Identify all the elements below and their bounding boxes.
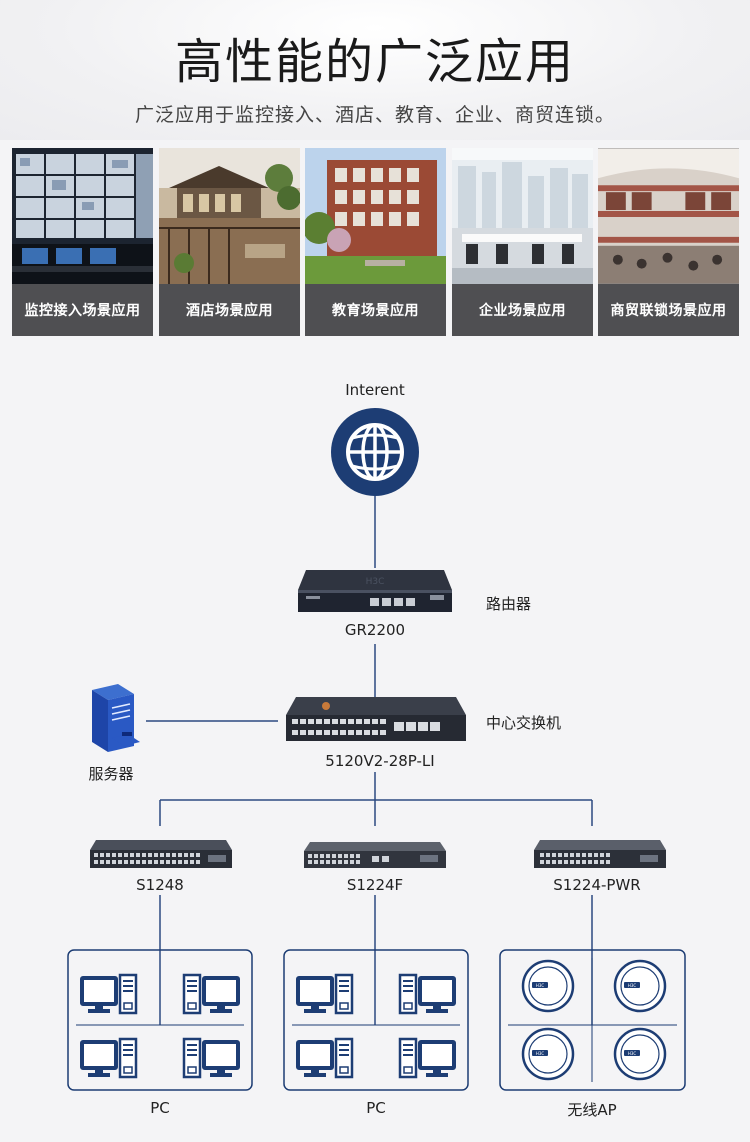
switch-s1224f-icon [304,842,446,868]
scene-caption: 商贸联锁场景应用 [598,284,739,336]
core-switch-model-label: 5120V2-28P-LI [325,752,435,770]
scenario-cards: 监控接入场景应用 酒店场景应用 [12,148,740,336]
scene-caption: 企业场景应用 [452,284,593,336]
server-icon [92,684,140,752]
scene-card-retail-chain[interactable]: 商贸联锁场景应用 [598,148,739,336]
scene-caption: 教育场景应用 [305,284,446,336]
pc-group-2-icons [296,973,456,1079]
globe-icon [331,408,419,496]
router-model-label: GR2200 [344,621,406,639]
endpoint-group-label: PC [366,1099,386,1117]
enterprise-office-image [452,148,593,284]
monitoring-room-image [12,148,153,284]
page-title: 高性能的广泛应用 [174,34,575,90]
endpoint-group-label: 无线AP [567,1101,617,1119]
scene-card-monitoring[interactable]: 监控接入场景应用 [12,148,153,336]
hero-background [0,0,750,140]
shopping-mall-image [598,148,739,284]
switch-s1224-pwr-icon [534,840,666,868]
router-device-icon: H3C [298,570,452,612]
scene-card-education[interactable]: 教育场景应用 [305,148,446,336]
switch-model-label: S1224F [346,876,404,894]
svg-text:H3C: H3C [366,577,385,587]
server-label: 服务器 [88,765,134,783]
hotel-image [159,148,300,284]
endpoint-group-boxes [67,949,686,1091]
education-image [305,148,446,284]
internet-label: Interent [345,381,405,399]
endpoint-group-label: PC [150,1099,170,1117]
page-subtitle: 广泛应用于监控接入、酒店、教育、企业、商贸连锁。 [134,104,615,126]
scene-card-hotel[interactable]: 酒店场景应用 [159,148,300,336]
switch-s1248-icon [90,840,232,868]
scene-caption: 监控接入场景应用 [12,284,153,336]
scene-card-enterprise[interactable]: 企业场景应用 [452,148,593,336]
endpoint-group-dividers [76,958,677,1082]
wireless-ap-icons [521,959,667,1081]
switch-model-label: S1248 [136,876,184,894]
core-switch-device-icon [286,697,466,741]
router-role-label: 路由器 [486,595,532,613]
scene-caption: 酒店场景应用 [159,284,300,336]
switch-model-label: S1224-PWR [553,876,641,894]
core-switch-role-label: 中心交换机 [486,714,562,732]
